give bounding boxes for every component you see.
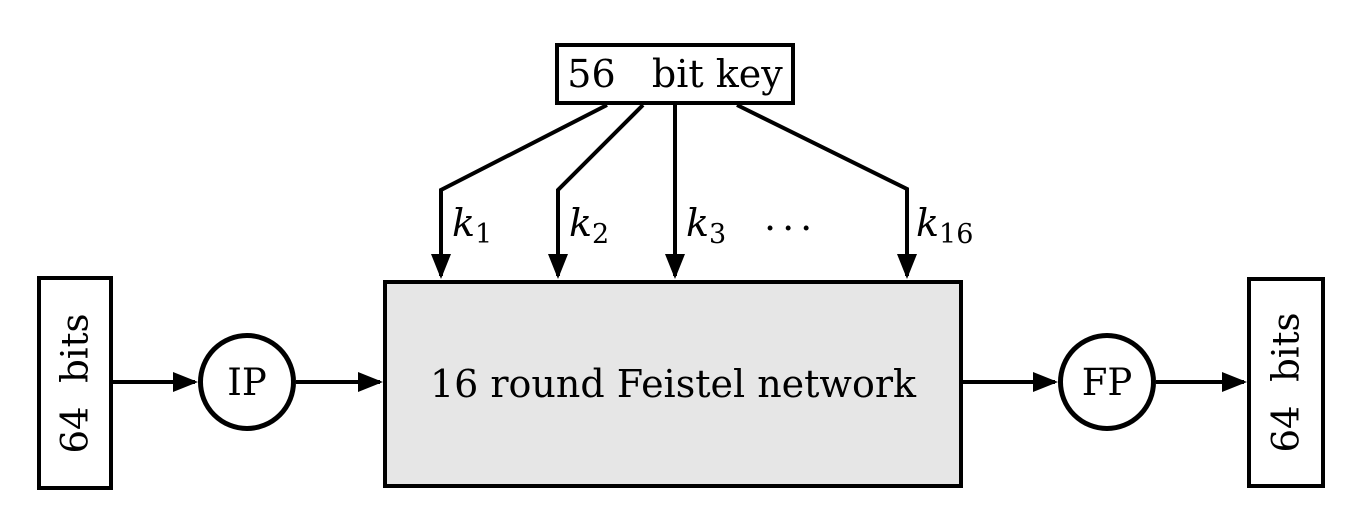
- ip-node: IP: [198, 333, 296, 431]
- wire-k16: [736, 103, 917, 279]
- feistel-network-label: 16 round Feistel network: [429, 362, 917, 406]
- fp-node: FP: [1058, 333, 1156, 431]
- output-bits-label: 64 bits: [1264, 312, 1308, 453]
- feistel-network-box: 16 round Feistel network: [383, 280, 963, 488]
- input-bits-box: 64 bits: [37, 276, 113, 490]
- ip-node-label: IP: [227, 360, 267, 404]
- subkey-label-k16: k16: [916, 201, 974, 250]
- input-bits-label: 64 bits: [53, 313, 97, 453]
- wire-k2: [548, 103, 645, 279]
- ellipsis-label: ...: [764, 195, 819, 239]
- wire-k1: [431, 103, 608, 279]
- key-box: 56 bit key: [555, 43, 795, 105]
- subkey-label-k1: k1: [452, 201, 493, 250]
- fp-node-label: FP: [1081, 360, 1133, 404]
- output-bits-box: 64 bits: [1247, 277, 1325, 488]
- key-box-label: 56 bit key: [567, 52, 783, 96]
- subkey-label-k3: k3: [686, 201, 727, 250]
- subkey-label-k2: k2: [569, 201, 610, 250]
